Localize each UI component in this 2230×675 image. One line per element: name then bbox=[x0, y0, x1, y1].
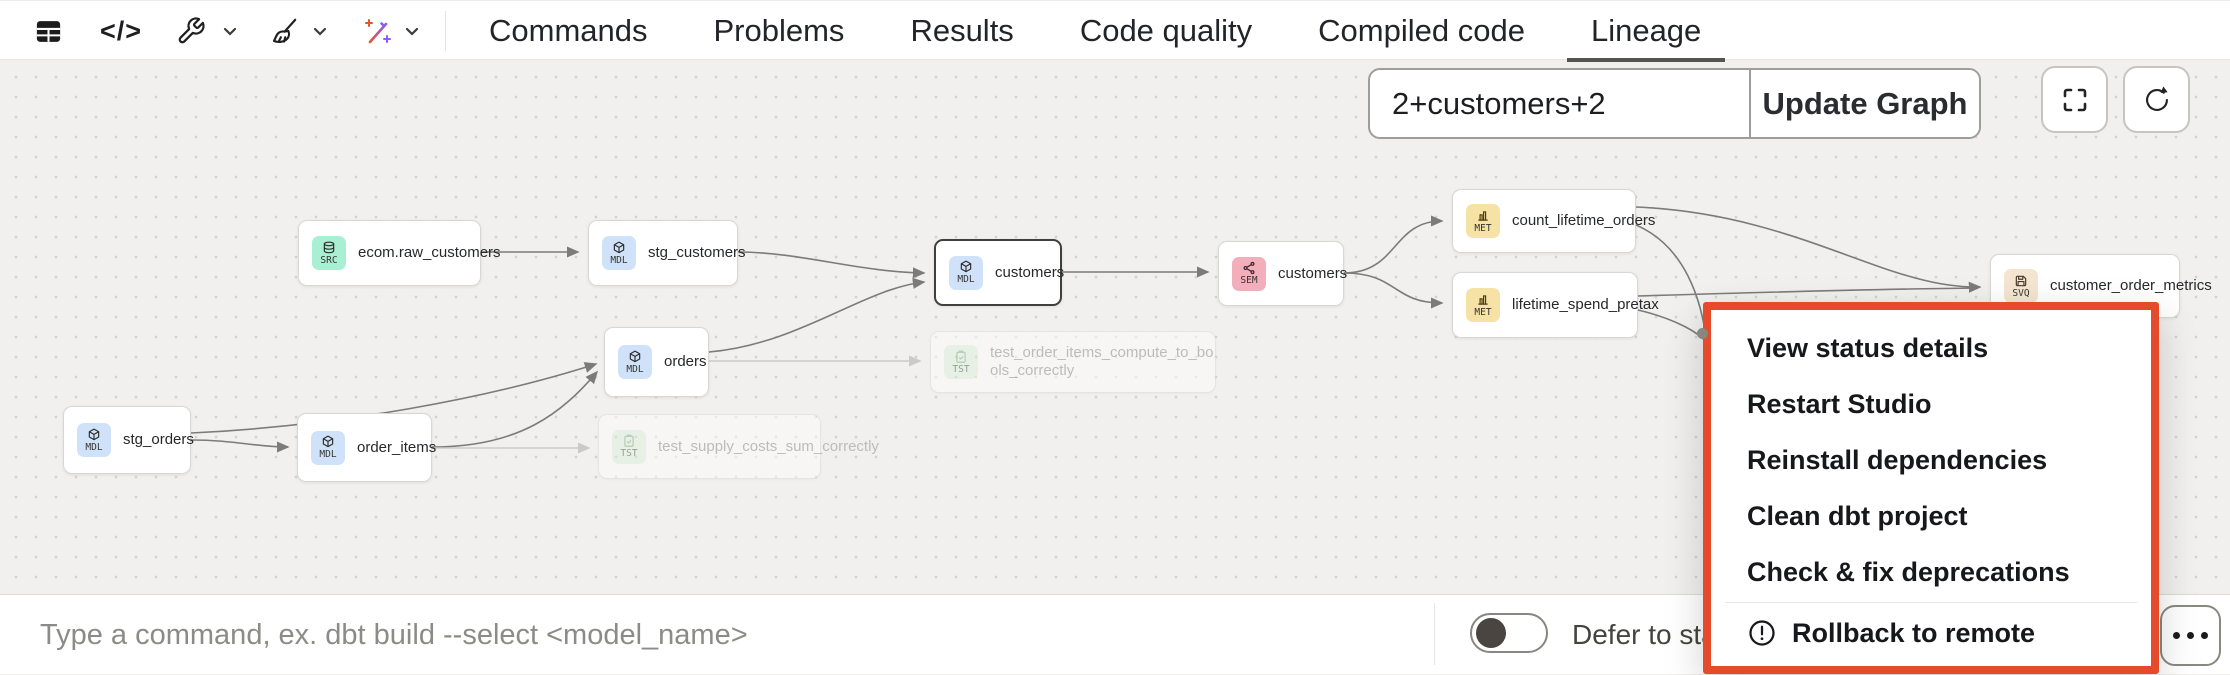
selector-input[interactable]: 2+customers+2 bbox=[1392, 85, 1606, 121]
table-icon-button[interactable] bbox=[28, 1, 68, 61]
broom-icon bbox=[272, 18, 297, 43]
test-badge: TST bbox=[612, 429, 646, 464]
toggle-knob bbox=[1476, 618, 1506, 648]
cube-icon bbox=[613, 241, 625, 253]
node-test-order-items-compute[interactable]: TST test_order_items_compute_to_bools_co… bbox=[930, 331, 1216, 393]
node-semantic-customers[interactable]: SEM customers bbox=[1218, 241, 1347, 306]
node-source-ecom-raw-customers[interactable]: SRC ecom.raw_customers bbox=[298, 220, 501, 286]
menu-item-view-status-details[interactable]: View status details bbox=[1747, 332, 1989, 363]
cube-icon bbox=[322, 435, 334, 448]
code-icon: </> bbox=[99, 15, 143, 46]
test-badge: TST bbox=[944, 345, 978, 379]
more-options-button[interactable] bbox=[2160, 605, 2221, 666]
node-model-stg-orders[interactable]: MDL stg_orders bbox=[63, 406, 194, 474]
defer-label: Defer to sta bbox=[1572, 619, 1717, 650]
bar-chart-icon bbox=[1478, 210, 1488, 221]
build-tools-dropdown[interactable] bbox=[216, 1, 244, 61]
metric-badge: MET bbox=[1466, 288, 1500, 322]
database-icon bbox=[323, 241, 335, 253]
share-network-icon bbox=[1243, 261, 1255, 275]
code-view-button[interactable]: </> bbox=[98, 1, 144, 61]
bar-chart-icon bbox=[1478, 294, 1488, 305]
tab-bar: Commands Problems Results Code quality C… bbox=[465, 1, 1726, 62]
node-model-order-items[interactable]: MDL order_items bbox=[297, 413, 436, 482]
semantic-model-badge: SEM bbox=[1232, 256, 1266, 291]
lineage-selector-group: 2+customers+2 Update Graph bbox=[1368, 68, 1981, 139]
alert-circle-icon bbox=[1747, 618, 1777, 648]
edge-endpoint-dot bbox=[1697, 328, 1708, 339]
tab-results[interactable]: Results bbox=[910, 13, 1014, 48]
node-model-customers-selected[interactable]: MDL customers bbox=[934, 239, 1064, 306]
clipboard-check-icon bbox=[624, 434, 634, 447]
node-metric-lifetime-spend-pretax[interactable]: MET lifetime_spend_pretax bbox=[1452, 272, 1659, 338]
chevron-down-icon bbox=[313, 27, 327, 36]
cube-icon bbox=[629, 350, 641, 362]
model-badge: MDL bbox=[618, 345, 652, 379]
tab-code-quality[interactable]: Code quality bbox=[1079, 13, 1253, 48]
metric-badge: MET bbox=[1466, 204, 1500, 238]
model-badge: MDL bbox=[311, 430, 345, 465]
menu-item-check-fix-deprecations[interactable]: Check & fix deprecations bbox=[1747, 556, 2070, 587]
node-metric-count-lifetime-orders[interactable]: MET count_lifetime_orders bbox=[1452, 189, 1655, 253]
tab-compiled-code[interactable]: Compiled code bbox=[1318, 13, 1525, 48]
fullscreen-icon bbox=[2063, 88, 2086, 111]
ai-assist-dropdown[interactable] bbox=[398, 1, 426, 61]
tab-problems[interactable]: Problems bbox=[713, 13, 845, 48]
build-tools-button[interactable] bbox=[172, 1, 210, 61]
ai-assist-button[interactable] bbox=[356, 1, 398, 61]
table-icon bbox=[36, 20, 60, 42]
command-input[interactable]: Type a command, ex. dbt build --select <… bbox=[40, 618, 748, 651]
menu-item-restart-studio[interactable]: Restart Studio bbox=[1747, 388, 1932, 419]
clipboard-check-icon bbox=[956, 350, 966, 363]
chevron-down-icon bbox=[223, 27, 237, 36]
cube-icon bbox=[960, 260, 972, 273]
magic-wand-icon bbox=[365, 19, 391, 44]
tab-lineage[interactable]: Lineage bbox=[1566, 1, 1726, 62]
menu-item-clean-dbt-project[interactable]: Clean dbt project bbox=[1747, 500, 1968, 531]
cube-icon bbox=[88, 428, 100, 440]
ellipsis-icon bbox=[2173, 632, 2180, 639]
node-model-stg-customers[interactable]: MDL stg_customers bbox=[588, 220, 746, 286]
model-badge: MDL bbox=[949, 255, 983, 290]
menu-item-rollback-to-remote[interactable]: Rollback to remote bbox=[1711, 605, 2151, 661]
node-model-orders[interactable]: MDL orders bbox=[604, 327, 709, 397]
clean-tools-dropdown[interactable] bbox=[306, 1, 334, 61]
floppy-disk-icon bbox=[2015, 275, 2027, 286]
menu-item-reinstall-dependencies[interactable]: Reinstall dependencies bbox=[1747, 444, 2048, 475]
clean-tools-button[interactable] bbox=[264, 1, 304, 61]
defer-toggle[interactable] bbox=[1470, 613, 1548, 653]
tab-commands[interactable]: Commands bbox=[489, 13, 648, 48]
update-graph-button[interactable]: Update Graph bbox=[1749, 70, 1979, 137]
chevron-down-icon bbox=[405, 27, 419, 36]
saved-query-badge: SVQ bbox=[2004, 269, 2038, 303]
refresh-graph-button[interactable] bbox=[2123, 66, 2190, 133]
toolbar-divider bbox=[445, 11, 446, 51]
footer-divider bbox=[1434, 603, 1435, 665]
model-badge: MDL bbox=[602, 236, 636, 270]
source-badge: SRC bbox=[312, 236, 346, 270]
wrench-icon bbox=[178, 17, 205, 44]
refresh-icon bbox=[2145, 86, 2168, 111]
menu-divider bbox=[1725, 602, 2137, 603]
status-context-menu: View status details Restart Studio Reins… bbox=[1703, 302, 2159, 674]
node-test-supply-costs[interactable]: TST test_supply_costs_sum_correctly bbox=[598, 414, 879, 479]
fullscreen-button[interactable] bbox=[2041, 66, 2108, 133]
toolbar: </> bbox=[0, 0, 2230, 62]
model-badge: MDL bbox=[77, 423, 111, 457]
